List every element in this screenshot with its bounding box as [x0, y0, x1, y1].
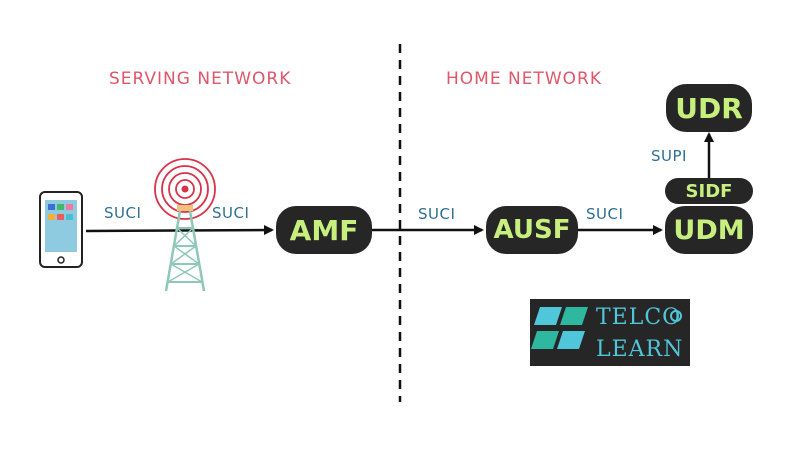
edge-label-tower-suci: SUCI	[212, 204, 250, 222]
edge-label-amf-suci: SUCI	[418, 205, 456, 223]
smartphone-icon	[39, 191, 83, 268]
telco-learn-logo: TELCO LEARN	[530, 299, 690, 366]
cell-tower-icon	[154, 158, 216, 292]
sidf-node[interactable]: SIDF	[665, 178, 753, 204]
edge-label-phone-suci: SUCI	[104, 204, 142, 222]
udm-node[interactable]: UDM	[665, 206, 753, 254]
logo-ring-icon	[670, 310, 682, 322]
amf-node[interactable]: AMF	[276, 206, 372, 254]
logo-mark-icon	[531, 307, 588, 349]
udr-node[interactable]: UDR	[666, 84, 752, 132]
ausf-node[interactable]: AUSF	[486, 206, 578, 254]
home-network-label: HOME NETWORK	[446, 69, 602, 89]
edge-label-ausf-suci: SUCI	[586, 205, 624, 223]
serving-network-label: SERVING NETWORK	[109, 69, 292, 89]
logo-text-learn: LEARN	[596, 337, 684, 362]
logo-text-telco: TELCO	[596, 305, 682, 330]
edge-label-supi: SUPI	[651, 147, 687, 165]
